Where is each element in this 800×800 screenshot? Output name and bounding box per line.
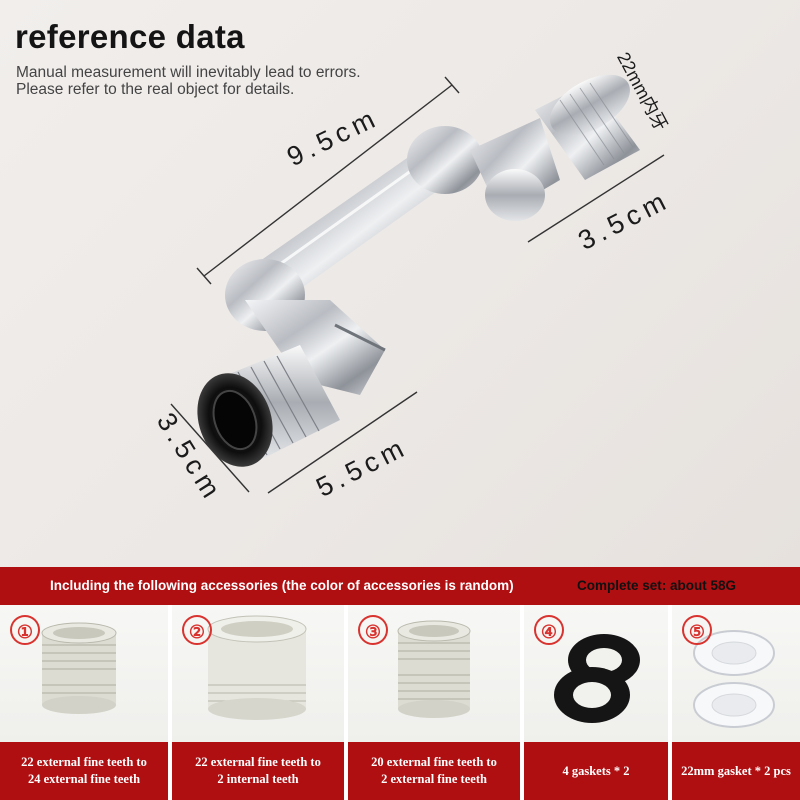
divider [344, 605, 348, 800]
accessory-card-2: ② 22 external fine teeth to 2 internal te… [172, 605, 344, 800]
accessory-number: ① [10, 615, 40, 645]
upper-joint [407, 118, 560, 221]
caption-line-1: 22mm gasket * 2 pcs [681, 763, 791, 778]
adapter-external-icon [397, 620, 471, 718]
accessory-caption: 22 external fine teeth to 2 internal teet… [172, 742, 344, 800]
aerator-head [197, 345, 340, 467]
clear-gasket-icon [693, 630, 775, 728]
caption-line-2: 2 internal teeth [217, 772, 299, 786]
accessory-caption: 22 external fine teeth to 24 external fin… [0, 742, 168, 800]
caption-line-1: 22 external fine teeth to [21, 755, 147, 769]
accessory-image [524, 605, 668, 742]
accessory-caption: 22mm gasket * 2 pcs [672, 742, 800, 800]
divider [668, 605, 672, 800]
accessory-card-5: ⑤ 22mm gasket * 2 pcs [672, 605, 800, 800]
faucet-aerator-illustration [170, 74, 665, 494]
disclaimer-line-2: Please refer to the real object for deta… [16, 81, 295, 98]
accessories-banner: Including the following accessories (the… [0, 567, 800, 605]
accessory-number: ④ [534, 615, 564, 645]
accessory-number: ⑤ [682, 615, 712, 645]
accessory-image [172, 605, 344, 742]
accessory-number: ② [182, 615, 212, 645]
adapter-threaded-icon [41, 622, 117, 714]
caption-line-2: 24 external fine teeth [27, 772, 141, 786]
caption-line-1: 4 gaskets * 2 [562, 763, 630, 778]
product-photo-area: reference data Manual measurement will i… [0, 0, 800, 567]
accessory-card-1: ① 22 external fine teeth to 24 external f… [0, 605, 168, 800]
accessory-number: ③ [358, 615, 388, 645]
banner-weight: Complete set: about 58G [577, 578, 737, 593]
lower-joint [225, 259, 386, 395]
page-title: reference data [15, 18, 245, 55]
caption-line-1: 22 external fine teeth to [195, 755, 321, 769]
accessory-card-4: ④ 4 gaskets * 2 [524, 605, 668, 800]
caption-line-1: 20 external fine teeth to [371, 755, 497, 769]
threaded-connector [535, 74, 640, 180]
accessory-caption: 20 external fine teeth to 2 external fine… [348, 742, 520, 800]
dimension-lines [170, 76, 665, 494]
accessory-card-3: ③ 20 external fine teeth to 2 external fi… [348, 605, 520, 800]
banner-text: Including the following accessories (the… [50, 578, 514, 593]
divider [520, 605, 524, 800]
disclaimer-line-1: Manual measurement will inevitably lead … [16, 64, 361, 81]
accessory-caption: 4 gaskets * 2 [524, 742, 668, 800]
caption-line-2: 2 external fine teeth [381, 772, 487, 786]
divider [168, 605, 172, 800]
adapter-internal-icon [207, 615, 307, 720]
black-gasket-icon [554, 634, 640, 723]
